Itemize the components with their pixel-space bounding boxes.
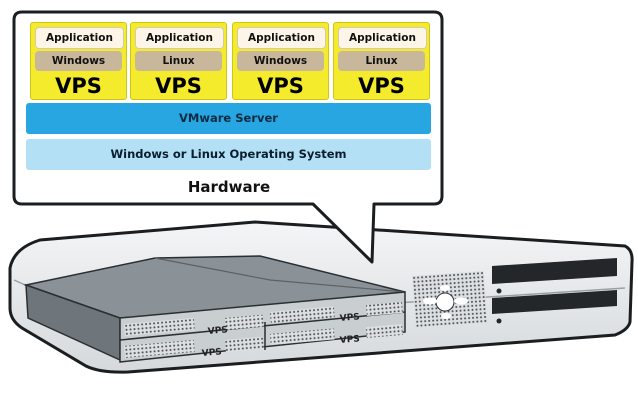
- application-box: Application: [35, 27, 124, 49]
- vps-label: VPS: [155, 74, 202, 98]
- vps-card-3: Application Windows VPS: [232, 22, 329, 100]
- guest-os-box: Linux: [135, 51, 222, 71]
- optical-drive-slot-1: [492, 258, 617, 284]
- drive-bay-2-right: [366, 301, 403, 316]
- vps-label: VPS: [257, 74, 304, 98]
- drive-label-2: VPS: [339, 312, 360, 324]
- vps-card-4: Application Linux VPS: [333, 22, 430, 100]
- led-indicator-2: [496, 318, 502, 324]
- drive-label-1: VPS: [207, 325, 228, 337]
- drive-bay-1-right: [224, 314, 264, 330]
- drive-bay-2: [270, 306, 335, 323]
- led-indicator-1: [496, 288, 502, 294]
- drive-label-4: VPS: [339, 334, 360, 346]
- power-button-icon: [435, 292, 455, 312]
- vps-label: VPS: [358, 74, 405, 98]
- optical-drive-slot-2: [492, 290, 617, 314]
- vps-card-2: Application Linux VPS: [130, 22, 227, 100]
- vent-grille: [412, 270, 488, 328]
- host-os-layer: Windows or Linux Operating System: [26, 139, 431, 170]
- vps-label: VPS: [55, 74, 102, 98]
- application-box: Application: [338, 27, 427, 49]
- guest-os-box: Windows: [237, 51, 324, 71]
- hardware-label: Hardware: [187, 178, 271, 196]
- application-box: Application: [135, 27, 224, 49]
- drive-bay-3: [124, 339, 195, 358]
- guest-os-box: Linux: [338, 51, 425, 71]
- drive-bay-4: [270, 328, 335, 345]
- vmware-server-layer: VMware Server: [26, 103, 431, 134]
- vps-card-1: Application Windows VPS: [30, 22, 127, 100]
- drive-bay-4-right: [366, 323, 403, 338]
- drive-label-3: VPS: [201, 347, 222, 359]
- guest-os-box: Windows: [35, 51, 122, 71]
- drive-bay-3-right: [225, 336, 264, 352]
- application-box: Application: [237, 27, 326, 49]
- drive-bay-1: [124, 317, 195, 336]
